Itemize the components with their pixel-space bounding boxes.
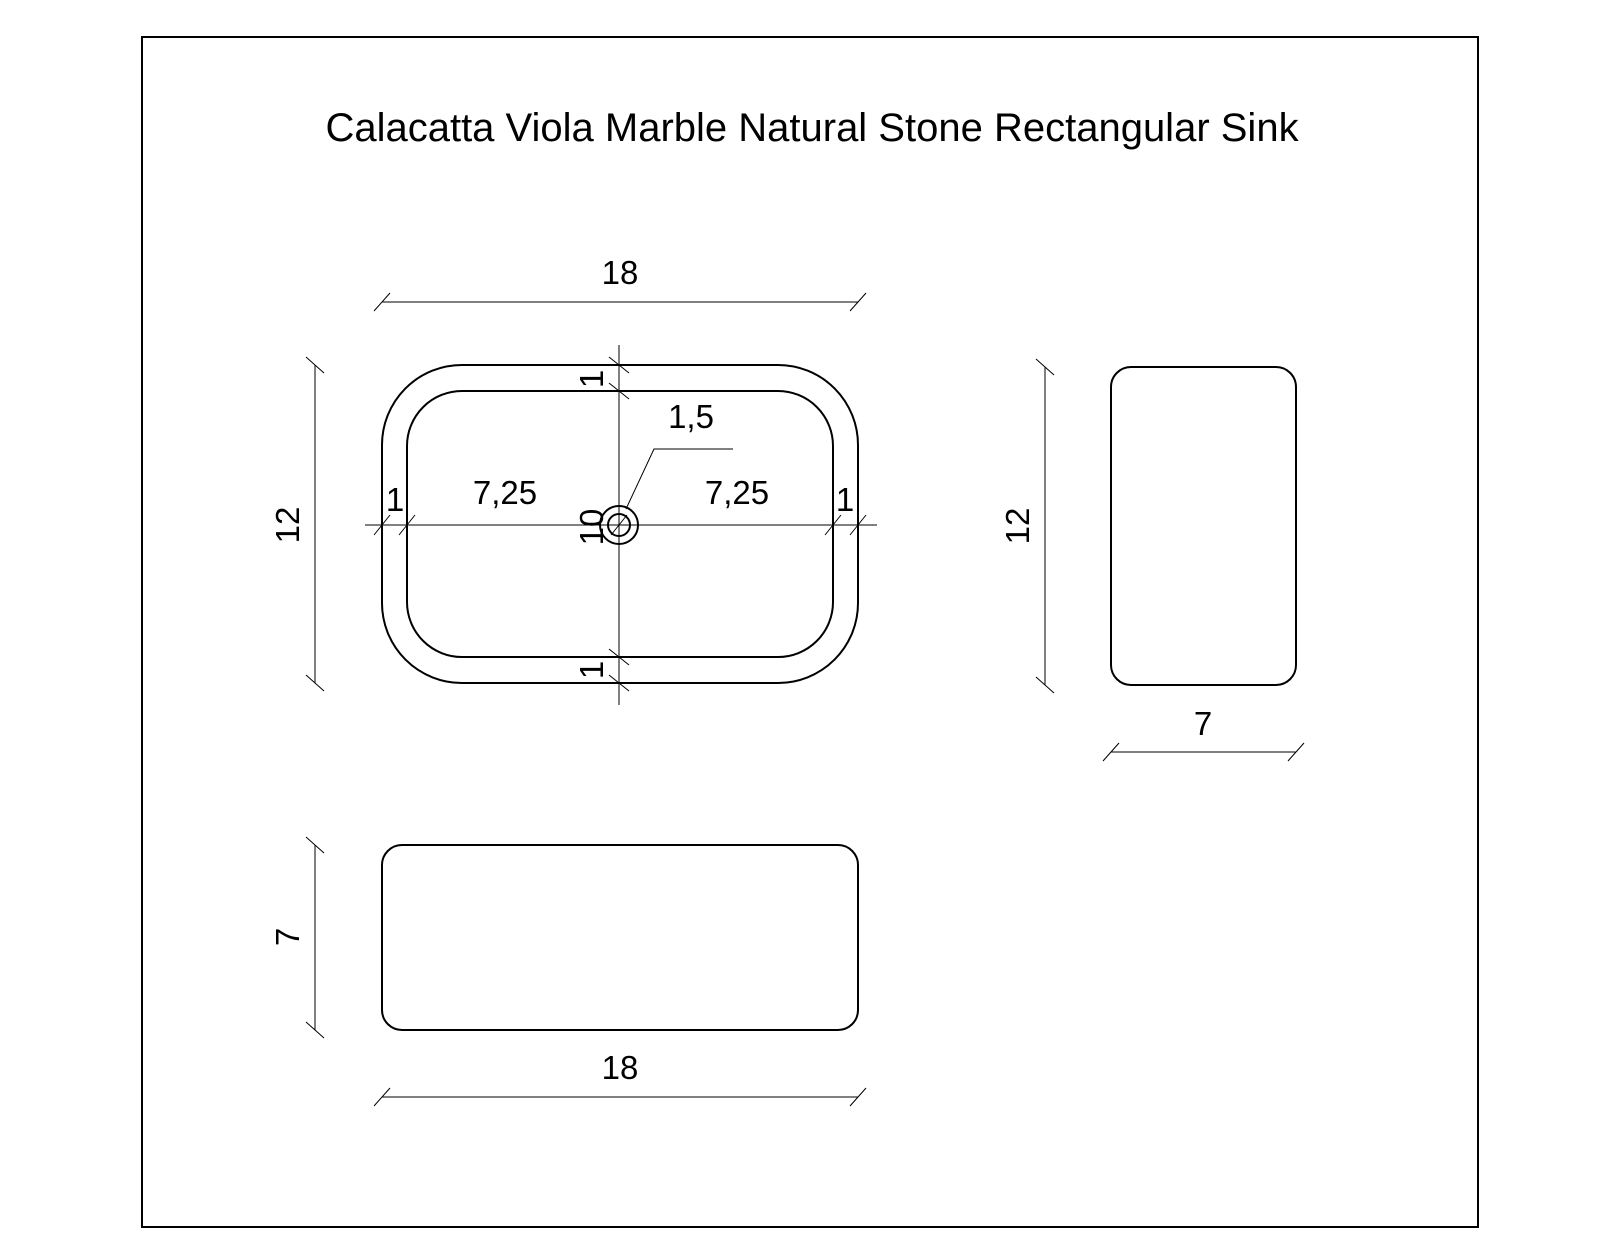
tick-mark	[608, 648, 630, 666]
rim-top-label: 1	[573, 370, 610, 388]
rim-right-label: 1	[836, 481, 854, 518]
front-width-label: 18	[602, 1049, 639, 1086]
front-view-outline	[381, 844, 859, 1031]
side-view: 12 7	[999, 358, 1305, 762]
top-height-dimension	[305, 356, 325, 692]
rim-bottom-label: 1	[573, 661, 610, 679]
top-width-dimension	[373, 292, 867, 312]
drawing-frame	[141, 36, 1479, 1228]
tick-mark	[608, 674, 630, 692]
top-view-outer-outline	[381, 364, 859, 684]
tick-mark	[608, 382, 630, 400]
inner-left-label: 7,25	[473, 474, 537, 511]
rim-left-label: 1	[386, 481, 404, 518]
drain-leader-line	[625, 448, 733, 510]
front-view: 7 18	[269, 836, 867, 1107]
top-view-inner-bowl	[406, 390, 834, 658]
side-depth-label: 7	[1194, 705, 1212, 742]
inner-height-label: 10	[573, 509, 610, 546]
top-width-label: 18	[602, 254, 639, 291]
front-height-dimension	[305, 836, 325, 1039]
side-depth-dimension	[1102, 742, 1305, 762]
side-view-outline	[1110, 366, 1297, 686]
side-height-label: 12	[999, 508, 1036, 545]
top-view: 18 12 1 1 1 1 7,25 7,25 10 1,5	[269, 254, 877, 705]
drain-diameter-label: 1,5	[668, 398, 714, 435]
tick-mark	[824, 514, 842, 536]
tick-mark	[373, 514, 391, 536]
side-height-dimension	[1035, 358, 1055, 694]
top-height-label: 12	[269, 507, 306, 544]
front-height-label: 7	[269, 928, 306, 946]
tick-mark	[608, 356, 630, 374]
inner-right-label: 7,25	[705, 474, 769, 511]
drawing-title: Calacatta Viola Marble Natural Stone Rec…	[325, 106, 1299, 150]
tick-mark	[610, 514, 628, 536]
tick-mark	[398, 514, 416, 536]
tick-mark	[849, 514, 867, 536]
front-width-dimension	[373, 1087, 867, 1107]
